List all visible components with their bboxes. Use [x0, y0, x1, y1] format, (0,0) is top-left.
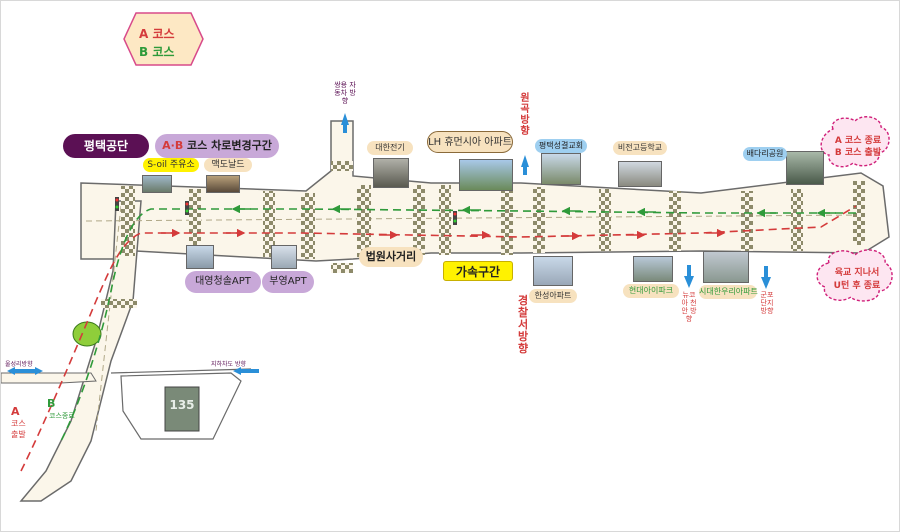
crosswalk	[669, 191, 681, 251]
crosswalk	[599, 189, 611, 251]
legend-course-a: A 코스	[139, 27, 175, 41]
photo-buyoung	[271, 245, 297, 269]
crosswalk	[533, 187, 545, 253]
photo-hansung	[533, 256, 573, 286]
label-mcdonalds: 맥도날드	[204, 158, 252, 172]
label-buyoung-apt: 부영APT	[262, 271, 314, 293]
photo-sidae	[703, 251, 749, 283]
crosswalk	[741, 191, 753, 251]
crosswalk	[791, 189, 803, 251]
roundabout-island	[72, 321, 102, 347]
label-ab-rest: 코스 차로변경구간	[183, 139, 272, 152]
dir-army-hospital: 군포 단지 방향	[760, 291, 774, 315]
photo-soil	[142, 175, 172, 193]
course-b-route	[60, 208, 856, 442]
label-hansung-apt: 한성아파트	[529, 289, 577, 303]
photo-church	[541, 153, 581, 185]
crosswalk	[501, 185, 513, 255]
course-a-route	[20, 205, 857, 472]
photo-lh	[459, 159, 513, 191]
legend-course-b: B 코스	[139, 45, 175, 59]
label-daehan-electric: 대한전기	[367, 141, 413, 155]
a-start-line3: 출발	[11, 430, 26, 439]
dir-ssangyong: 쌍용 자동차 방향	[334, 81, 356, 105]
end-bubble-line1: A 코스 종료	[834, 136, 882, 146]
traffic-lights	[115, 197, 457, 225]
label-sidae-apt: 시대한우리아파트	[699, 285, 758, 299]
building-block	[164, 386, 200, 432]
label-daeyoung-apt: 대영청솔APT	[185, 271, 261, 293]
label-acceleration: 가속구간	[443, 261, 513, 281]
a-start-line1: A	[11, 405, 20, 418]
label-pt-church: 평택성결교회	[535, 139, 587, 153]
dir-ulseong: 울성리방향	[5, 361, 33, 368]
dir-cheonan: 뉴코아 천안 방향	[681, 291, 697, 323]
b-end-line1: B	[47, 397, 56, 410]
blue-direction-arrows	[7, 113, 771, 375]
photo-mcdonalds	[206, 175, 240, 193]
dir-wongok: 원곡방향	[520, 93, 530, 137]
label-ab-prefix: A·B	[162, 139, 184, 152]
label-court-intersection: 법원사거리	[359, 247, 423, 267]
end-bubble-shape	[820, 116, 890, 168]
main-road	[80, 120, 890, 262]
label-pyeongtaek-industrial: 평택공단	[63, 134, 149, 158]
uturn-bubble-shape	[816, 249, 893, 302]
building-number: 135	[169, 398, 195, 412]
uturn-bubble-line2: U턴 후 종료	[833, 281, 881, 291]
label-hyundai-apt: 현대아이파크	[623, 284, 679, 298]
crosswalk	[263, 191, 275, 257]
photo-hyundai	[633, 256, 673, 282]
direction-arrows	[161, 204, 836, 241]
crosswalk	[853, 181, 865, 245]
crosswalk	[413, 185, 425, 255]
crosswalk	[121, 186, 135, 256]
label-bijeon-school: 비전고등학교	[613, 141, 667, 155]
label-ab-course-change: A·B 코스 차로변경구간	[155, 134, 279, 158]
dir-jihado: 지하차도 방향	[211, 361, 247, 368]
crosswalk	[301, 193, 315, 259]
label-soil: S-oil 주유소	[143, 158, 199, 172]
crosswalk	[439, 185, 451, 255]
label-baedari-park: 배다리공원	[743, 147, 787, 161]
end-bubble-line2: B 코스 출발	[834, 148, 882, 158]
legend-box	[123, 12, 204, 66]
photo-daehan	[373, 158, 409, 188]
a-start-line2: 코스	[11, 419, 26, 428]
photo-bijeon	[618, 161, 662, 187]
uturn-bubble-line1: 육교 지나서	[834, 268, 880, 278]
crosswalk	[189, 189, 201, 255]
label-lh-apt: LH 휴먼시아 아파트	[427, 131, 513, 153]
b-end-line2: 코스종료	[49, 412, 75, 420]
crosswalk	[357, 185, 371, 257]
photo-baedari	[786, 151, 824, 185]
photo-daeyoung	[186, 245, 214, 269]
dir-police: 경찰서방향	[517, 294, 529, 355]
